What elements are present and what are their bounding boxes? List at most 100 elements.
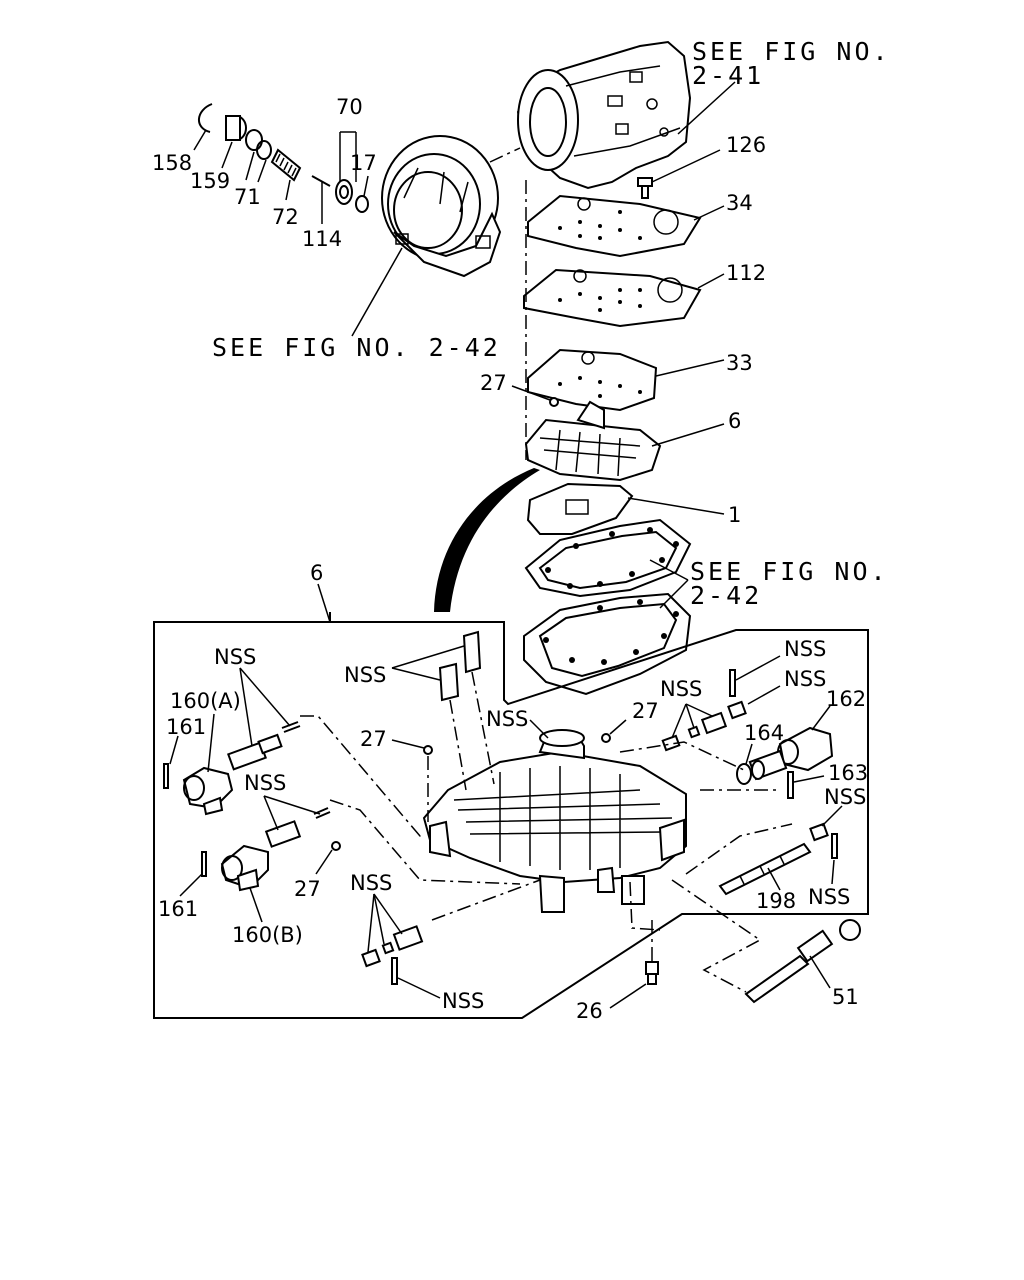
leader-1 xyxy=(627,497,725,515)
ref-fig-2-42-b-line2: 2-42 xyxy=(690,581,762,610)
leaders-clips xyxy=(391,645,465,681)
assembly-line-housing-case xyxy=(489,147,521,163)
leader-51 xyxy=(809,955,831,989)
gasket-34 xyxy=(527,194,702,258)
callout-nss-bottom-pin: NSS xyxy=(442,989,484,1013)
callout-nss-clip: NSS xyxy=(344,663,386,687)
callout-160a: 160(A) xyxy=(170,689,241,713)
valve-body-detail xyxy=(422,729,687,913)
callout-71: 71 xyxy=(234,185,261,209)
callout-72: 72 xyxy=(272,205,299,229)
bolt-26 xyxy=(645,961,659,985)
callout-1: 1 xyxy=(728,503,741,527)
pin-nss-right xyxy=(729,669,736,697)
pin-114 xyxy=(311,175,331,187)
leader-198 xyxy=(767,867,781,891)
callout-160b: 160(B) xyxy=(232,923,303,947)
gasket-33 xyxy=(527,348,658,412)
ref-fig-2-41-line1: SEE FIG NO. xyxy=(692,37,891,66)
leaders-bottom-stack xyxy=(367,893,441,999)
seal-70 xyxy=(335,179,353,205)
callout-164: 164 xyxy=(744,721,784,745)
callout-27-mid: 27 xyxy=(360,727,387,751)
leader-34 xyxy=(693,205,725,221)
pin-161-bot xyxy=(201,851,207,877)
leader-112 xyxy=(697,273,725,289)
callout-nss-right-stack: NSS xyxy=(660,677,702,701)
callout-nss-top: NSS xyxy=(214,645,256,669)
leader-27-top xyxy=(511,385,551,401)
leader-126 xyxy=(651,149,721,183)
callout-nss-right-1: NSS xyxy=(784,637,826,661)
filter-1 xyxy=(526,482,634,535)
check-ball-27-top xyxy=(549,397,559,407)
solenoid-160b xyxy=(220,807,331,892)
callout-162: 162 xyxy=(826,687,866,711)
valve-51 xyxy=(744,919,861,1004)
ball-27-right xyxy=(601,733,611,743)
pin-161-top xyxy=(163,763,169,789)
callout-26: 26 xyxy=(576,999,603,1023)
leader-fig-2-42-a xyxy=(351,247,403,337)
callout-126: 126 xyxy=(726,133,766,157)
leader-6 xyxy=(651,423,725,447)
pin-nss-bottom xyxy=(391,957,398,985)
leaders-right-stack xyxy=(671,655,781,739)
oil-pan xyxy=(523,592,692,696)
callout-158: 158 xyxy=(152,151,192,175)
callout-159: 159 xyxy=(190,169,230,193)
leaders-160a xyxy=(169,667,291,773)
callout-70: 70 xyxy=(336,95,363,119)
callout-33: 33 xyxy=(726,351,753,375)
transmission-case xyxy=(516,40,692,190)
detail-box xyxy=(153,612,869,1019)
leader-164 xyxy=(745,743,753,765)
ref-fig-2-42-b-line1: SEE FIG NO. xyxy=(690,557,889,586)
leaders-160b xyxy=(179,795,321,923)
servo-leaders xyxy=(193,129,369,224)
assembly-lines-box xyxy=(300,715,793,993)
callout-6-box: 6 xyxy=(310,561,323,585)
plug-nss-right xyxy=(809,822,838,859)
leader-33 xyxy=(655,359,725,377)
control-valve-body-small xyxy=(524,400,662,482)
snap-ring-158 xyxy=(198,103,213,133)
callout-114: 114 xyxy=(302,227,342,251)
callout-6: 6 xyxy=(728,409,741,433)
ref-fig-2-41-line2: 2-41 xyxy=(692,61,764,90)
ball-27-mid xyxy=(423,745,433,755)
leader-nss-valve xyxy=(529,719,549,739)
servo-parts xyxy=(198,103,369,213)
pan-gasket xyxy=(524,518,692,598)
clip-parts xyxy=(438,630,482,702)
callout-nss-spring-mid: NSS xyxy=(244,771,286,795)
o-ring-71a xyxy=(245,129,263,151)
converter-housing xyxy=(381,135,502,278)
callout-27-left: 27 xyxy=(294,877,321,901)
callout-nss-bottom-stack: NSS xyxy=(350,871,392,895)
detail-arrow xyxy=(434,468,540,612)
callout-34: 34 xyxy=(726,191,753,215)
bolt-126 xyxy=(637,177,653,199)
callout-nss-right-4: NSS xyxy=(808,885,850,909)
solenoid-162 xyxy=(748,726,834,781)
leader-162 xyxy=(811,705,831,731)
callout-163: 163 xyxy=(828,761,868,785)
plate-112 xyxy=(523,268,702,328)
callout-27-top: 27 xyxy=(480,371,507,395)
leader-fig-2-42-b xyxy=(649,559,689,581)
leader-fig-2-41 xyxy=(677,81,736,135)
ref-fig-2-42-a: SEE FIG NO. 2-42 xyxy=(212,333,501,362)
o-ring-71b xyxy=(256,140,272,160)
callout-nss-valve: NSS xyxy=(486,707,528,731)
ball-27-left xyxy=(331,841,341,851)
callout-17: 17 xyxy=(350,151,377,175)
callout-nss-right-2: NSS xyxy=(784,667,826,691)
callout-nss-right-3: NSS xyxy=(824,785,866,809)
callout-198: 198 xyxy=(756,889,796,913)
callout-161-top: 161 xyxy=(166,715,206,739)
washer-164 xyxy=(736,763,752,785)
callout-51: 51 xyxy=(832,985,859,1009)
o-ring-17 xyxy=(355,195,369,213)
leader-6-box xyxy=(317,583,331,623)
